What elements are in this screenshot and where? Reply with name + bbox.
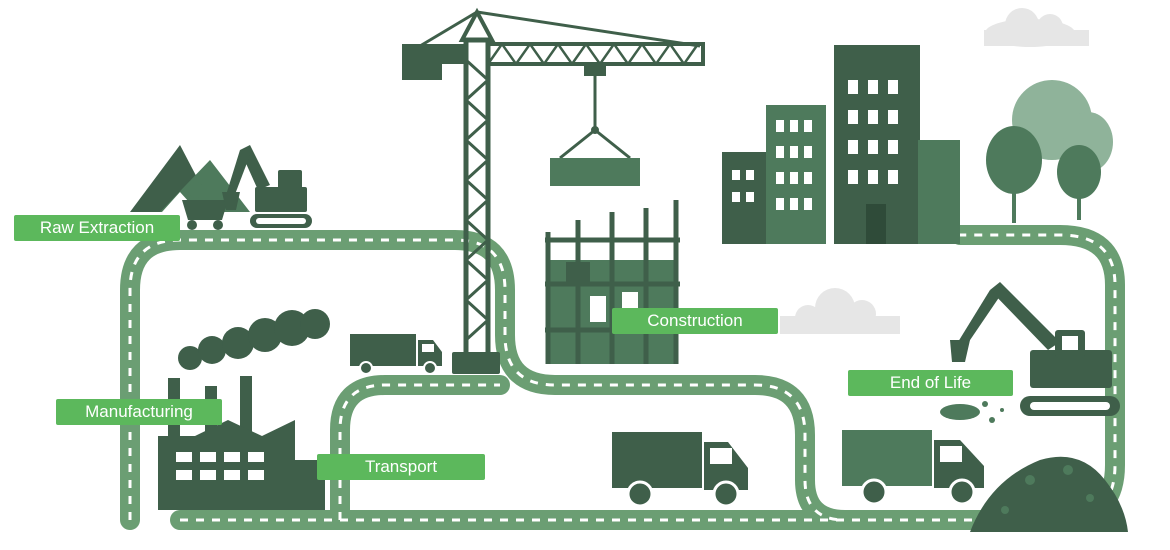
truck-icon [612,432,748,508]
truck-icon [350,334,442,375]
stage-label-construction: Construction [612,308,778,334]
building-frame-icon [545,200,680,364]
truck-icon [842,430,984,506]
tree-icon [986,80,1113,223]
stage-label-transport: Transport [317,454,485,480]
smoke-icon [178,309,330,370]
excavator-icon [222,145,312,228]
stage-label-manufacturing: Manufacturing [56,399,222,425]
mining-cart-icon [182,179,228,230]
tower-crane-icon [402,7,705,374]
rubble-pile-icon [970,456,1128,532]
demolition-excavator-icon [950,282,1120,416]
city-buildings-icon [722,45,960,244]
cloud-icon [984,8,1089,47]
stage-label-end-of-life: End of Life [848,370,1013,396]
stage-label-raw-extraction: Raw Extraction [14,215,180,241]
cloud-icon [780,288,900,334]
debris [940,401,1004,423]
factory-icon [158,376,325,510]
